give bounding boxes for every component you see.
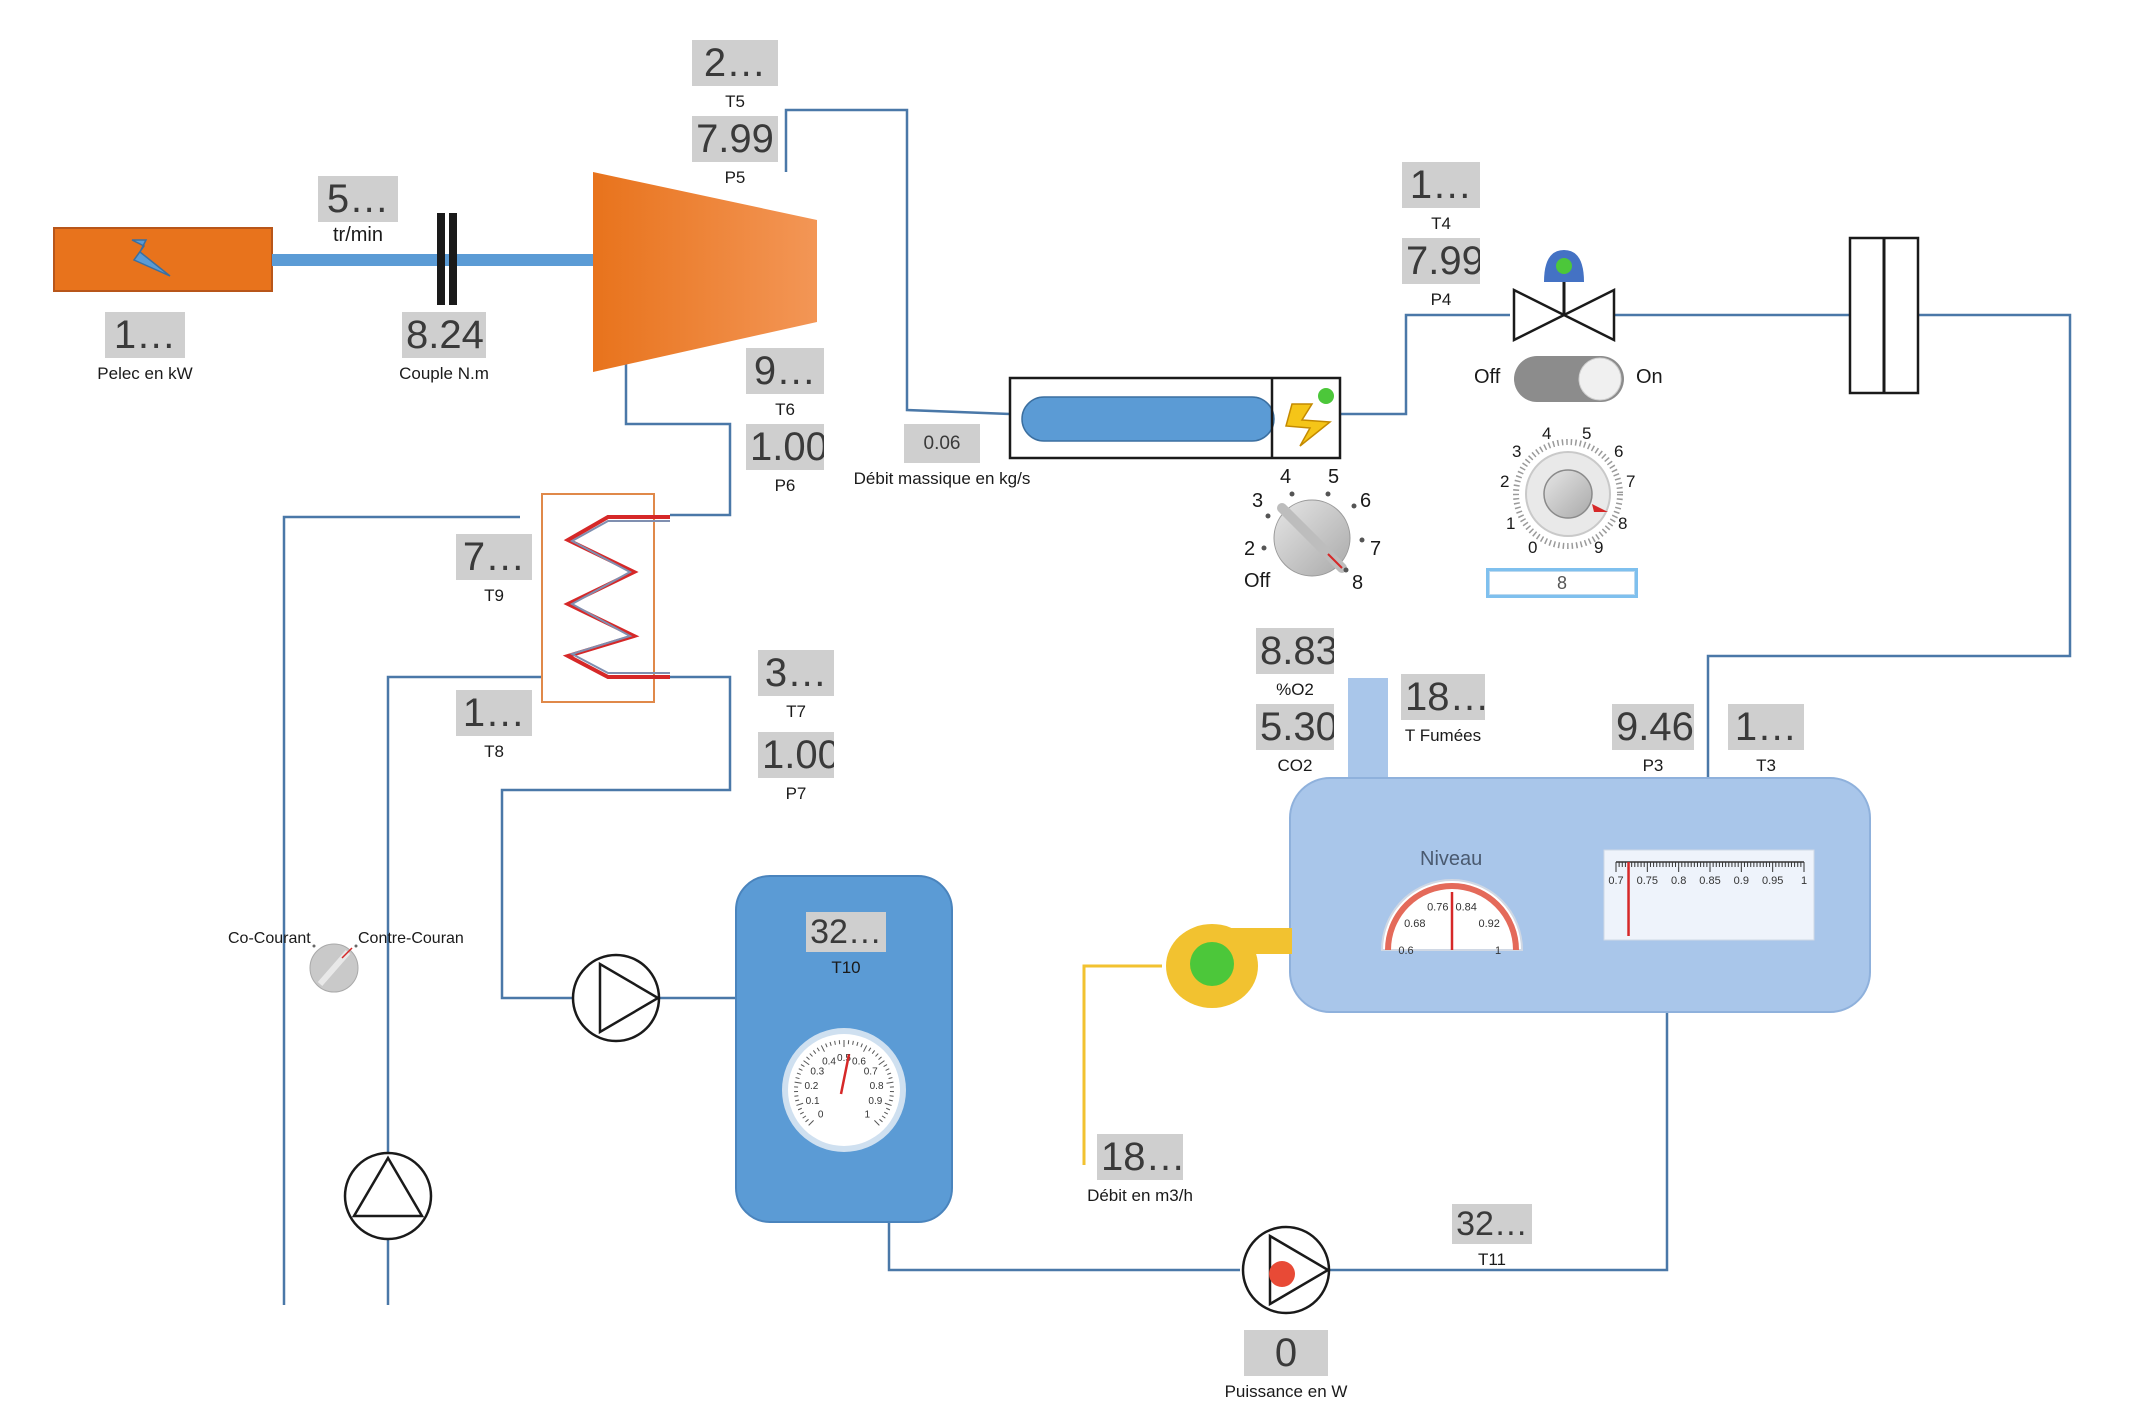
valve-position-input-box — [1486, 568, 1638, 598]
flue-stack — [1348, 678, 1388, 778]
pump-icon[interactable] — [345, 1153, 431, 1239]
linear-tick-label: 0.7 — [1608, 875, 1623, 887]
shaft — [272, 254, 594, 266]
tank-gauge-tick-label: 0 — [818, 1109, 824, 1120]
tank-gauge-tick-label: 0.1 — [806, 1096, 820, 1107]
knob-left-label-5: 5 — [1328, 466, 1339, 489]
pipe-heater-to-valve — [1340, 315, 1510, 414]
niveau-tick-label: 1 — [1495, 945, 1501, 957]
knob-left-label-3: 3 — [1252, 490, 1263, 513]
t11-indicator: 32… T11 — [1452, 1204, 1532, 1270]
niveau-tick-label: 0.76 — [1427, 901, 1448, 913]
pipe-exchanger-to-pump — [502, 677, 730, 998]
niveau-title: Niveau — [1420, 848, 1482, 871]
knob-left-label-2: 2 — [1244, 538, 1255, 561]
t8-indicator: 1… T8 — [456, 690, 532, 762]
toggle-off-label: Off — [1474, 366, 1500, 389]
debit-massique-indicator: 0.06 Débit massique en kg/s — [852, 424, 1032, 489]
t9-indicator: 7… T9 — [456, 534, 532, 606]
knob-left-label-4: 4 — [1280, 466, 1291, 489]
valve-position-input[interactable] — [1489, 571, 1635, 595]
linear-tick-label: 0.9 — [1734, 875, 1749, 887]
p4-indicator: 7.99 P4 — [1402, 238, 1480, 310]
turbine — [593, 172, 817, 372]
co-courant-label: Co-Courant — [228, 930, 311, 948]
exchanger-cold-coil — [572, 521, 670, 673]
knob-right-label-2: 2 — [1500, 472, 1509, 492]
t4-indicator: 1… T4 — [1402, 162, 1480, 234]
coupling-right — [449, 213, 457, 305]
debit-m3h-indicator: 18… Débit en m3/h — [1080, 1134, 1200, 1206]
knob-right-label-7: 7 — [1626, 472, 1635, 492]
tank-gauge-tick-label: 0.4 — [822, 1057, 836, 1068]
t7-indicator: 3… T7 — [758, 650, 834, 722]
linear-gauge: 0.7 0.75 0.8 0.85 0.9 0.95 1 — [1604, 850, 1814, 940]
knob-left-label-7: 7 — [1370, 538, 1381, 561]
burner-fan — [1166, 924, 1292, 1008]
generator-motor — [54, 228, 272, 291]
valve-body — [1564, 290, 1614, 340]
knob-left-label-off: Off — [1244, 570, 1270, 593]
valve-status-led — [1556, 258, 1572, 274]
niveau-tick-label: 0.92 — [1479, 918, 1500, 930]
co2-indicator: 5.30 CO2 — [1256, 704, 1334, 776]
p5-indicator: 7.99 P5 — [692, 116, 778, 188]
puissance-indicator: 0 Puissance en W — [1220, 1330, 1352, 1402]
linear-tick-label: 0.85 — [1699, 875, 1720, 887]
pipe-tank-to-pump — [889, 1222, 1240, 1270]
niveau-tick-label: 0.6 — [1398, 945, 1413, 957]
p6-indicator: 1.00 P6 — [746, 424, 824, 496]
linear-tick-label: 0.75 — [1637, 875, 1658, 887]
t5-indicator: 2… T5 — [692, 40, 778, 112]
pipe-turbine-to-exchanger-hot-in — [626, 360, 730, 515]
niveau-tick-label: 0.84 — [1456, 901, 1477, 913]
p7-indicator: 1.00 P7 — [758, 732, 834, 804]
t-fumees-indicator: 18… T Fumées — [1400, 674, 1486, 746]
linear-tick-label: 0.8 — [1671, 875, 1686, 887]
t3-indicator: 1… T3 — [1728, 704, 1804, 776]
couple-indicator: 8.24 Couple N.m — [384, 312, 504, 384]
knob-right-label-9: 9 — [1594, 538, 1603, 558]
heater-status-led — [1318, 388, 1334, 404]
knob-right-label-3: 3 — [1512, 442, 1521, 462]
knob-right-label-5: 5 — [1582, 424, 1591, 444]
t6-indicator: 9… T6 — [746, 348, 824, 420]
o2-indicator: 8.83 %O2 — [1256, 628, 1334, 700]
tank-gauge-tick-label: 0.7 — [864, 1067, 878, 1078]
heater-power-knob[interactable] — [1262, 492, 1365, 577]
t10-indicator: 32… T10 — [806, 912, 886, 978]
pump-icon[interactable] — [1243, 1227, 1329, 1313]
toggle-on-label: On — [1636, 366, 1663, 389]
coupling-left — [437, 213, 445, 305]
pump-icon[interactable] — [573, 955, 659, 1041]
rpm-indicator: 5… tr/min — [318, 176, 398, 247]
pelec-indicator: 1… Pelec en kW — [80, 312, 210, 384]
knob-right-label-8: 8 — [1618, 514, 1627, 534]
linear-tick-label: 0.95 — [1762, 875, 1783, 887]
on-off-toggle[interactable] — [1514, 356, 1624, 402]
valve-position-knob[interactable] — [1516, 442, 1620, 546]
valve-icon[interactable] — [1514, 290, 1564, 340]
knob-left-label-6: 6 — [1360, 490, 1371, 513]
linear-tick-label: 1 — [1801, 875, 1807, 887]
tank-gauge-tick-label: 0.3 — [810, 1067, 824, 1078]
knob-right-label-4: 4 — [1542, 424, 1551, 444]
knob-left-label-8: 8 — [1352, 572, 1363, 595]
tank-gauge-tick-label: 0.8 — [870, 1081, 884, 1092]
tank-gauge-tick-label: 0.2 — [804, 1081, 818, 1092]
tank-gauge-tick-label: 0.9 — [868, 1096, 882, 1107]
niveau-tick-label: 0.68 — [1404, 918, 1425, 930]
knob-right-label-6: 6 — [1614, 442, 1623, 462]
contre-courant-label: Contre-Couran — [358, 930, 464, 948]
knob-right-label-1: 1 — [1506, 514, 1515, 534]
heater-element — [1022, 397, 1274, 441]
flow-direction-switch[interactable] — [310, 944, 358, 992]
knob-right-label-0: 0 — [1528, 538, 1537, 558]
p3-indicator: 9.46 P3 — [1612, 704, 1694, 776]
pump-status-led — [1269, 1261, 1295, 1287]
tank-gauge-tick-label: 1 — [865, 1109, 871, 1120]
